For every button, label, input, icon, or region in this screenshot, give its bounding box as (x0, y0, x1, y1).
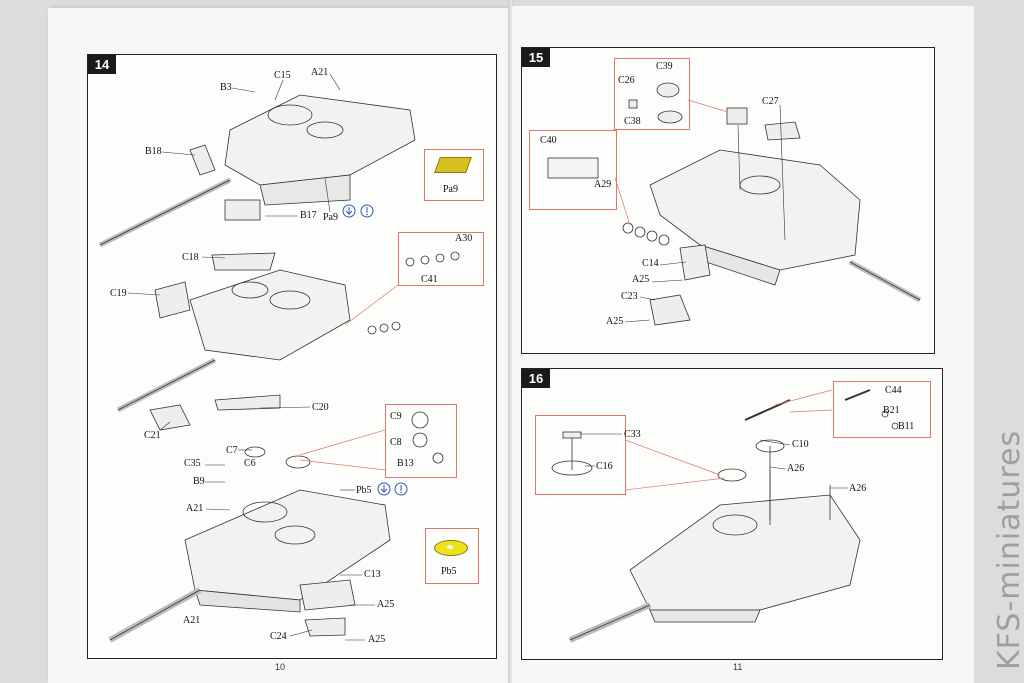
label-c27: C27 (762, 96, 779, 107)
pb5-part-callout (425, 528, 479, 584)
label-b18: B18 (145, 146, 162, 157)
label-b3: B3 (220, 82, 232, 93)
pb5-box-label: Pb5 (441, 566, 457, 577)
label-a26-b: A26 (849, 483, 867, 494)
label-a25-a-15: A25 (632, 274, 650, 285)
label-c41: C41 (421, 274, 438, 285)
c40-a29-callout (529, 130, 617, 210)
label-c26: C26 (618, 75, 635, 86)
label-c19: C19 (110, 288, 127, 299)
label-b9: B9 (193, 476, 205, 487)
label-b13: B13 (397, 458, 414, 469)
label-pa9-ref-text: Pa9 (323, 212, 338, 223)
label-b21: B21 (883, 405, 900, 416)
label-c24: C24 (270, 631, 287, 642)
page-number-right: 11 (733, 662, 743, 672)
label-c7: C7 (226, 445, 238, 456)
label-c13: C13 (364, 569, 381, 580)
label-a26-a: A26 (787, 463, 805, 474)
label-c16: C16 (596, 461, 613, 472)
watermark-text: KFS-miniatures (992, 429, 1024, 670)
page-gutter (508, 0, 514, 683)
label-pb5-ref: Pb5 (356, 485, 372, 496)
step-16-badge: 16 (522, 369, 550, 388)
label-c6: C6 (244, 458, 256, 469)
c44-b21-b11-callout (833, 381, 931, 438)
label-c35: C35 (184, 458, 201, 469)
step-15-badge: 15 (522, 48, 550, 67)
label-a25-a: A25 (377, 599, 395, 610)
label-a25-b: A25 (368, 634, 386, 645)
label-c9: C9 (390, 411, 402, 422)
label-c10: C10 (792, 439, 809, 450)
label-a30: A30 (455, 233, 473, 244)
label-c33: C33 (624, 429, 641, 440)
c9-c8-b13-callout (385, 404, 457, 478)
label-b17: B17 (300, 210, 317, 221)
label-c15: C15 (274, 70, 291, 81)
a30-c41-callout (398, 232, 484, 286)
label-c23: C23 (621, 291, 638, 302)
label-c8: C8 (390, 437, 402, 448)
label-c18: C18 (182, 252, 199, 263)
label-c39: C39 (656, 61, 673, 72)
label-c21: C21 (144, 430, 161, 441)
label-a29: A29 (594, 179, 612, 190)
label-a21-top: A21 (311, 67, 329, 78)
watermark: KFS-miniatures (978, 420, 1024, 683)
step-14-badge: 14 (88, 55, 116, 74)
label-c20: C20 (312, 402, 329, 413)
c26-c39-c38-callout (614, 58, 690, 130)
page-number-left: 10 (275, 662, 286, 672)
label-c38: C38 (624, 116, 641, 127)
pa9-box-label: Pa9 (443, 184, 458, 195)
label-c40: C40 (540, 135, 557, 146)
label-a25-b-15: A25 (606, 316, 624, 327)
label-a21-mid: A21 (186, 503, 204, 514)
label-c14: C14 (642, 258, 659, 269)
pa9-part-callout (424, 149, 484, 201)
pb5-part-hole (447, 545, 453, 549)
label-c44: C44 (885, 385, 902, 396)
c33-c16-callout (535, 415, 626, 495)
label-b11: B11 (898, 421, 915, 432)
label-a21-bot: A21 (183, 615, 201, 626)
